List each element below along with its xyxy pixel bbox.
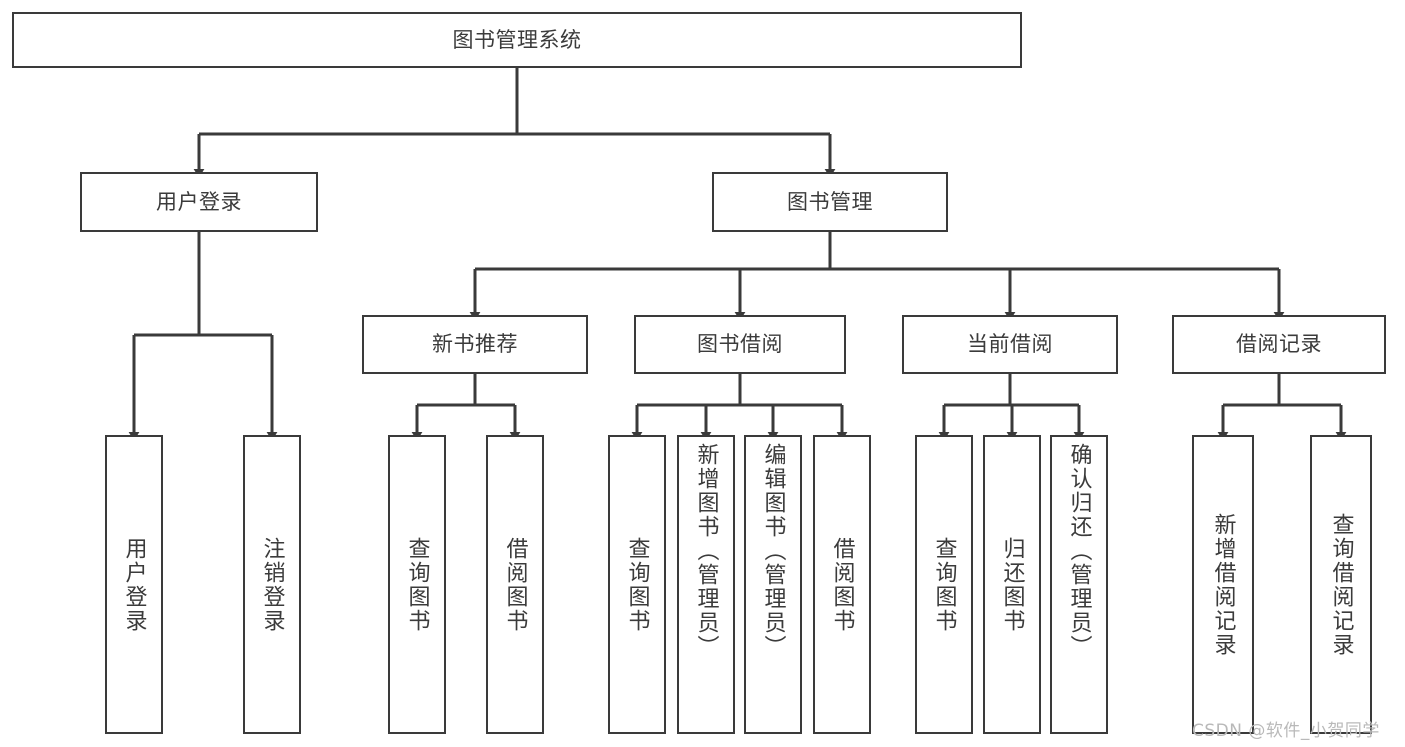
- node-current-borrow[interactable]: 当前借阅: [902, 315, 1118, 374]
- node-label-login-a: 用户登录: [121, 536, 147, 633]
- node-label-br-1: 新增借阅记录: [1210, 512, 1236, 657]
- node-label-nb-2: 借阅图书: [502, 536, 528, 633]
- node-bw-4[interactable]: 借阅图书: [813, 435, 871, 734]
- node-nb-2[interactable]: 借阅图书: [486, 435, 544, 734]
- node-bw-3[interactable]: 编辑图书（管理员）: [744, 435, 802, 734]
- node-bw-1[interactable]: 查询图书: [608, 435, 666, 734]
- node-label-user-login: 用户登录: [156, 189, 242, 214]
- node-br-2[interactable]: 查询借阅记录: [1310, 435, 1372, 734]
- csdn-watermark: CSDN @软件_小贺同学: [1192, 721, 1380, 741]
- node-cb-3[interactable]: 确认归还（管理员）: [1050, 435, 1108, 734]
- node-label-login-b: 注销登录: [259, 536, 285, 633]
- node-label-cb-1: 查询图书: [931, 536, 957, 633]
- node-label-br-2: 查询借阅记录: [1328, 512, 1354, 657]
- node-label-cb-2: 归还图书: [999, 536, 1025, 633]
- node-label-nb-1: 查询图书: [404, 536, 430, 633]
- node-label-new-book: 新书推荐: [432, 332, 518, 357]
- node-borrow[interactable]: 图书借阅: [634, 315, 846, 374]
- node-label-root: 图书管理系统: [452, 27, 582, 52]
- connector-lines: [128, 68, 1347, 441]
- node-cb-1[interactable]: 查询图书: [915, 435, 973, 734]
- node-label-bw-3: 编辑图书（管理员）: [760, 443, 786, 659]
- node-label-bw-2: 新增图书（管理员）: [693, 443, 719, 659]
- node-label-bw-4: 借阅图书: [829, 536, 855, 633]
- node-borrow-record[interactable]: 借阅记录: [1172, 315, 1386, 374]
- node-label-bw-1: 查询图书: [624, 536, 650, 633]
- node-label-current-borrow: 当前借阅: [967, 332, 1053, 357]
- node-root[interactable]: 图书管理系统: [12, 12, 1022, 68]
- node-login-a[interactable]: 用户登录: [105, 435, 163, 734]
- node-login-b[interactable]: 注销登录: [243, 435, 301, 734]
- node-label-cb-3: 确认归还（管理员）: [1066, 443, 1092, 659]
- node-nb-1[interactable]: 查询图书: [388, 435, 446, 734]
- node-user-login[interactable]: 用户登录: [80, 172, 318, 232]
- node-book-mgmt[interactable]: 图书管理: [712, 172, 948, 232]
- node-label-book-mgmt: 图书管理: [787, 189, 873, 214]
- node-cb-2[interactable]: 归还图书: [983, 435, 1041, 734]
- node-br-1[interactable]: 新增借阅记录: [1192, 435, 1254, 734]
- node-label-borrow-record: 借阅记录: [1236, 332, 1322, 357]
- node-bw-2[interactable]: 新增图书（管理员）: [677, 435, 735, 734]
- node-new-book[interactable]: 新书推荐: [362, 315, 588, 374]
- node-label-borrow: 图书借阅: [697, 332, 783, 357]
